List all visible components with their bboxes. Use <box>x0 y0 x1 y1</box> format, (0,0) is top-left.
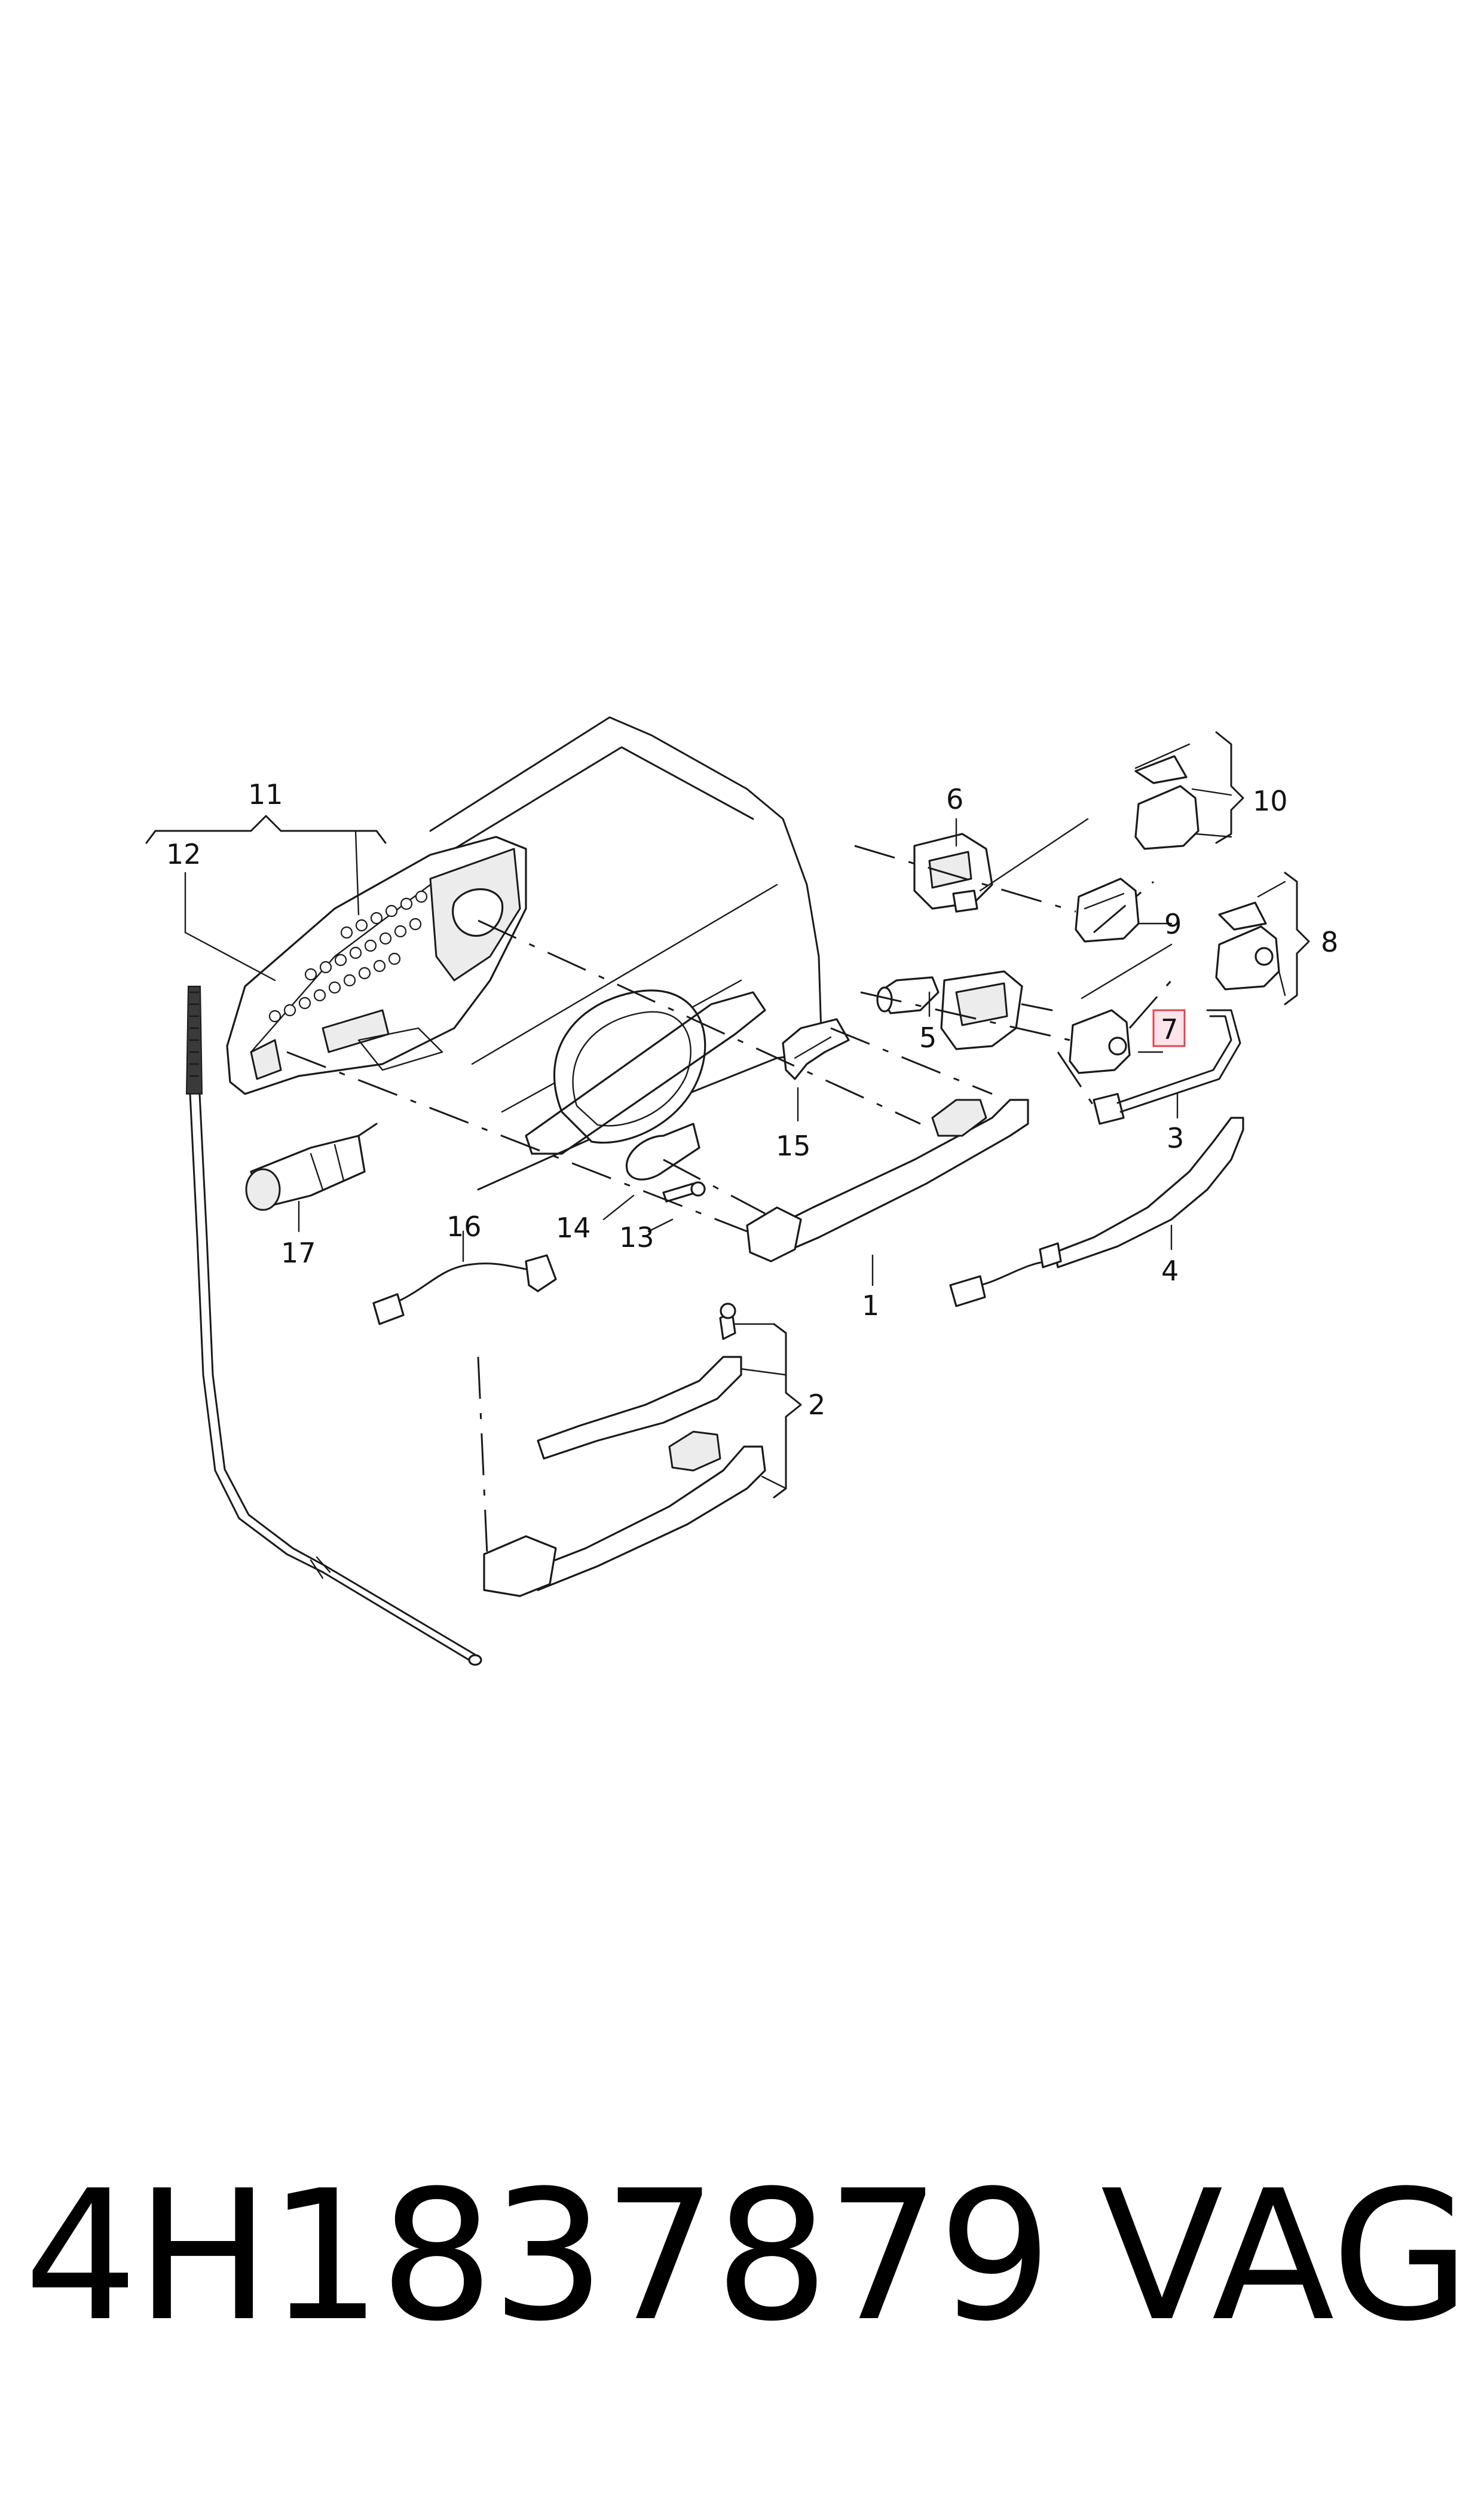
callout-8: 8 <box>1321 926 1338 958</box>
part-number: 4H1837879 <box>24 2152 1052 2361</box>
bowden-cable <box>185 986 482 1666</box>
gasket-3 <box>1093 1009 1241 1125</box>
lock-housing-6 <box>913 833 993 913</box>
callout-13: 13 <box>619 1221 654 1254</box>
callout-10: 10 <box>1253 785 1288 817</box>
screw-13 <box>662 1181 706 1203</box>
callout-7-highlight <box>1152 1009 1186 1047</box>
callout-16: 16 <box>446 1210 482 1243</box>
callout-4: 4 <box>1161 1255 1179 1287</box>
door-panel <box>429 716 823 1191</box>
handle-4 <box>949 1117 1244 1307</box>
callout-1: 1 <box>862 1289 879 1322</box>
footer: 4H1837879 VAG <box>24 2158 1470 2355</box>
handle-1 <box>746 1099 1029 1262</box>
connector-17 <box>245 1123 378 1211</box>
callout-9: 9 <box>1164 908 1182 940</box>
callout-3: 3 <box>1167 1122 1184 1154</box>
callout-labels: 1 2 3 4 5 6 7 8 9 10 11 12 13 14 15 16 1… <box>166 778 1338 1421</box>
callout-11: 11 <box>248 778 283 811</box>
callout-14: 14 <box>556 1212 591 1244</box>
leader-lines <box>145 731 1310 1555</box>
handle-2 <box>483 1303 766 1597</box>
callout-7: 7 <box>1161 1013 1178 1045</box>
callout-15: 15 <box>776 1130 811 1162</box>
brand-label: VAG <box>1100 2152 1470 2361</box>
wiring-harness-16 <box>372 1254 557 1325</box>
cap-8 <box>1215 901 1280 990</box>
cap-9 <box>1075 878 1140 943</box>
seal-15 <box>782 1018 850 1080</box>
callout-17: 17 <box>281 1237 316 1269</box>
carrier-bracket <box>226 836 527 1095</box>
cap-10 <box>1134 755 1200 850</box>
cap-7 <box>1069 1009 1131 1074</box>
callout-6: 6 <box>946 783 963 815</box>
clip-14 <box>625 1123 700 1181</box>
callout-2: 2 <box>808 1389 825 1421</box>
callout-5: 5 <box>919 1022 937 1054</box>
lock-cylinder-5 <box>876 970 1053 1050</box>
callout-12: 12 <box>166 838 201 870</box>
